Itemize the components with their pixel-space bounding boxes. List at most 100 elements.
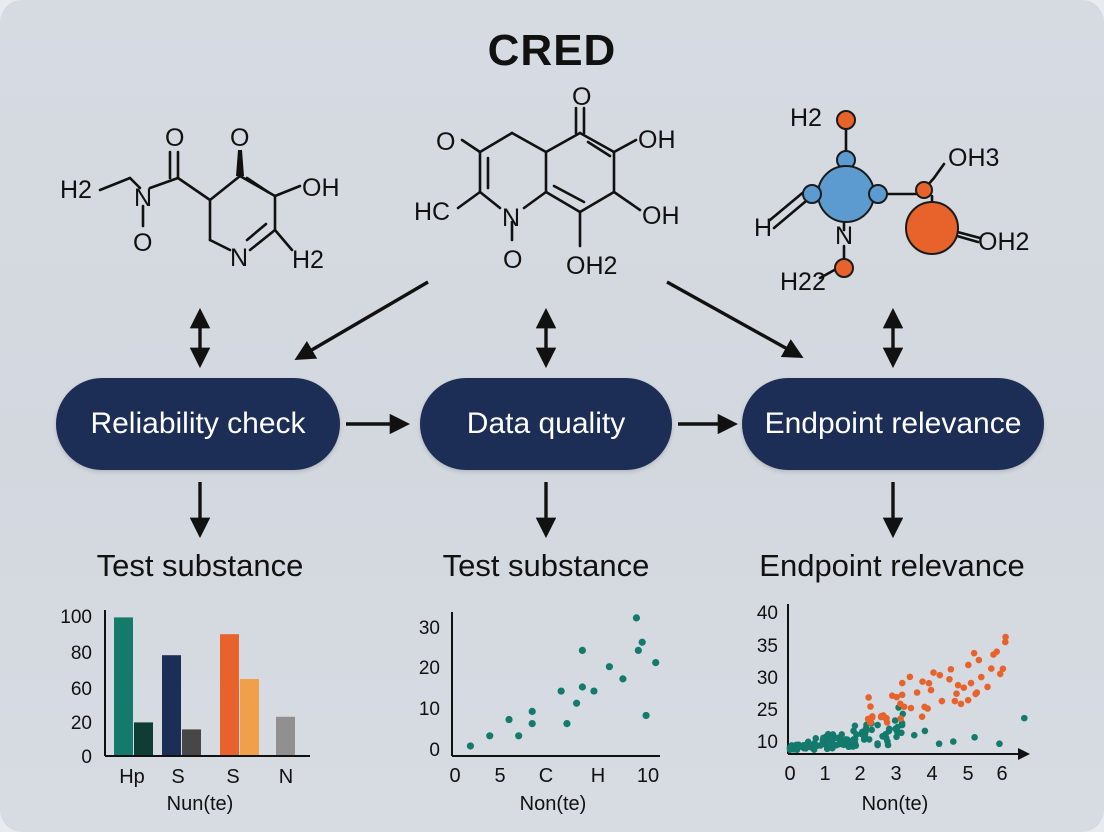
bar [114,617,133,756]
y-tick-label: 60 [71,679,92,700]
scatter-point [965,661,972,669]
scatter-point [973,689,981,696]
x-tick-label: C [539,765,553,787]
x-tick-label: Hp [119,766,145,788]
atom-circle [915,181,933,199]
x-axis-label: Non(te) [520,793,587,815]
scatter-point [970,649,978,657]
scatter-point [528,720,536,728]
scatter-point [925,679,933,687]
y-tick-label: 30 [757,668,778,689]
scatter-point [906,673,914,681]
scatter-point [563,720,571,728]
y-tick-label: 0 [429,740,440,761]
y-tick-label: 20 [71,713,92,734]
y-tick-label: 35 [757,636,778,657]
x-axis-label: Nun(te) [167,793,234,815]
atom-label: O [436,128,455,156]
scatter-point [996,740,1003,748]
x-tick-label: 6 [996,763,1007,785]
scatter-chart-2: 40 35 30 25 10 0 1 2 3 4 5 6 Non(te) [757,603,1030,815]
atom-label: O [230,124,249,152]
bar-chart-x-ticks: Hp S S N [119,766,293,788]
x-tick-label: 1 [819,763,830,785]
scatter-point [885,725,893,733]
scatter-point [954,681,962,689]
y-tick-label: 40 [757,603,778,624]
scatter-point [930,669,937,676]
scatter-point [953,690,960,697]
scatter-chart-1: 30 20 10 0 0 5 C H 10 Non(te) [419,612,660,815]
reliability-check-box: Reliability check [56,378,340,470]
atom-circle [817,165,875,223]
scatter1-y-ticks: 30 20 10 0 [419,618,440,761]
x-tick-label: 0 [449,765,460,787]
atom-label: O [133,229,152,257]
scatter-point [812,735,820,742]
scatter-point [605,663,614,671]
scatter-point [971,734,978,741]
test-substance-label-center: Test substance [442,548,650,583]
scatter-point [868,713,876,720]
scatter-point [957,700,965,708]
arrows [189,280,904,539]
scatter-point [838,740,845,748]
scatter-point [1002,633,1009,641]
scatter-point [984,683,991,691]
scatter-point [632,614,641,622]
bar [134,722,153,756]
atom-label: OH2 [978,228,1029,256]
scatter-point [891,717,899,724]
molecule-right-atoms [802,110,959,278]
scatter-point [996,670,1004,678]
scatter-point [921,727,929,735]
scatter-point [910,731,918,739]
scatter-point [977,673,985,681]
scatter-point [642,711,650,720]
y-tick-label: 100 [60,607,92,628]
atom-label: N [230,244,248,272]
y-tick-label: 20 [419,658,440,679]
x-tick-label: 5 [962,763,973,785]
atom-label: N [835,222,853,250]
scatter-point [892,725,899,733]
scatter-point [557,687,565,695]
atom-circle [802,184,822,204]
scatter-point [874,721,881,729]
scatter-point [918,713,926,720]
bar [276,716,295,756]
scatter-point [987,665,995,672]
atom-label: OH2 [566,252,617,280]
scatter-point [882,734,890,742]
data-quality-box: Data quality [420,378,672,470]
diagram-title: CRED [487,26,617,75]
atom-label: HC [414,198,450,226]
scatter-point [897,715,904,722]
scatter-point [833,734,841,742]
scatter-point [846,738,853,745]
scatter-point [868,726,875,734]
scatter-point [907,704,915,712]
atom-label: H2 [790,104,822,132]
scatter-point [1021,714,1028,722]
scatter-point [938,697,946,705]
scatter-point [866,719,874,726]
atom-label: O [165,124,184,152]
x-tick-label: S [226,766,239,788]
scatter-point [466,742,475,750]
scatter2-y-ticks: 40 35 30 25 10 [757,603,778,753]
scatter-point [803,741,811,749]
atom-label: N [502,204,520,232]
molecule-center-labels: O O OH HC N O OH OH2 [414,83,680,280]
atom-label: H22 [780,268,826,296]
molecule-right-labels: H2 OH3 H N OH2 H22 [754,104,1029,296]
bar-chart-y-ticks: 100 80 60 20 0 [60,607,92,768]
atom-circle [836,110,856,130]
scatter-point [515,732,523,740]
molecule-left-labels: H2 N O O O OH N H2 [60,124,340,274]
scatter-point [838,731,846,738]
x-tick-label: 5 [494,765,505,787]
x-axis-arrowhead [1018,748,1030,760]
